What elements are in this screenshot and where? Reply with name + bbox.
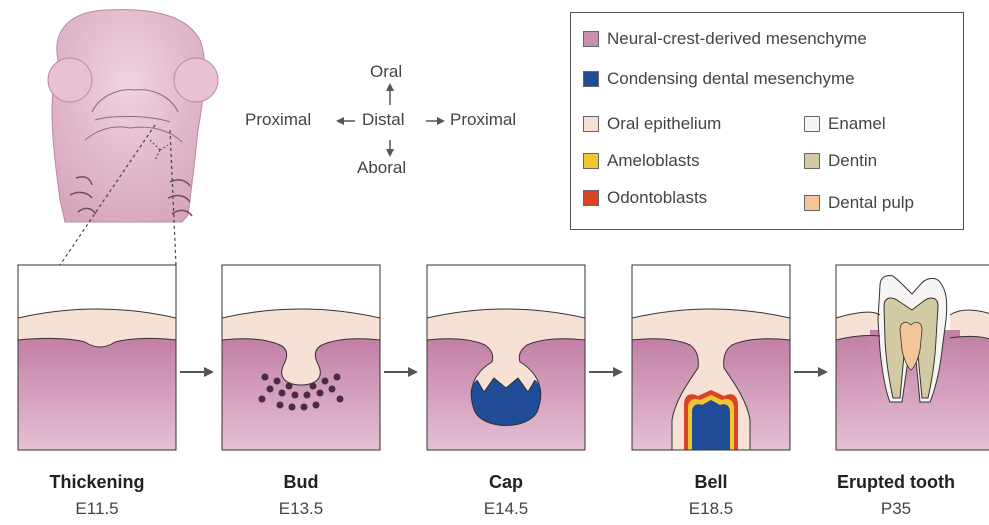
legend-item-ameloblasts: Ameloblasts [583, 151, 700, 171]
legend-swatch [583, 190, 599, 206]
legend-swatch [804, 153, 820, 169]
legend-item-condensing-dental-mesenchyme: Condensing dental mesenchyme [583, 69, 855, 89]
legend-swatch [583, 153, 599, 169]
stage-panel-erupted-tooth [836, 265, 989, 450]
legend-item-enamel: Enamel [804, 114, 886, 134]
legend-label: Dentin [828, 151, 877, 171]
stage-panel-cap [427, 265, 585, 450]
orientation-oral-label: Oral [370, 62, 402, 82]
stage-age-erupted-tooth: P35 [806, 499, 986, 519]
legend-label: Ameloblasts [607, 151, 700, 171]
legend-item-dental-pulp: Dental pulp [804, 193, 914, 213]
stage-panel-bell [632, 265, 790, 450]
embryo-head-illustration [48, 10, 218, 265]
legend-swatch [583, 116, 599, 132]
orientation-aboral-label: Aboral [357, 158, 406, 178]
legend-label: Condensing dental mesenchyme [607, 69, 855, 89]
stage-age-cap: E14.5 [416, 499, 596, 519]
orientation-proximal-right-label: Proximal [450, 110, 516, 130]
legend-swatch [583, 71, 599, 87]
legend-item-dentin: Dentin [804, 151, 877, 171]
stage-panel-bud [222, 265, 380, 450]
legend-label: Oral epithelium [607, 114, 721, 134]
stage-age-thickening: E11.5 [7, 499, 187, 519]
legend-label: Dental pulp [828, 193, 914, 213]
legend-swatch [583, 31, 599, 47]
legend-label: Neural-crest-derived mesenchyme [607, 29, 867, 49]
stage-panel-thickening [18, 265, 176, 450]
stage-age-bell: E18.5 [621, 499, 801, 519]
stage-name-cap: Cap [416, 472, 596, 493]
legend-swatch [804, 116, 820, 132]
stage-name-erupted-tooth: Erupted tooth [806, 472, 986, 493]
legend-swatch [804, 195, 820, 211]
orientation-distal-label: Distal [362, 110, 405, 130]
orientation-proximal-left-label: Proximal [245, 110, 311, 130]
stage-name-bell: Bell [621, 472, 801, 493]
stage-name-thickening: Thickening [7, 472, 187, 493]
stage-name-bud: Bud [211, 472, 391, 493]
legend-item-oral-epithelium: Oral epithelium [583, 114, 721, 134]
legend-item-neural-crest-mesenchyme: Neural-crest-derived mesenchyme [583, 29, 867, 49]
legend: Neural-crest-derived mesenchyme Condensi… [570, 12, 964, 230]
legend-label: Enamel [828, 114, 886, 134]
legend-label: Odontoblasts [607, 188, 707, 208]
legend-item-odontoblasts: Odontoblasts [583, 188, 707, 208]
stage-age-bud: E13.5 [211, 499, 391, 519]
